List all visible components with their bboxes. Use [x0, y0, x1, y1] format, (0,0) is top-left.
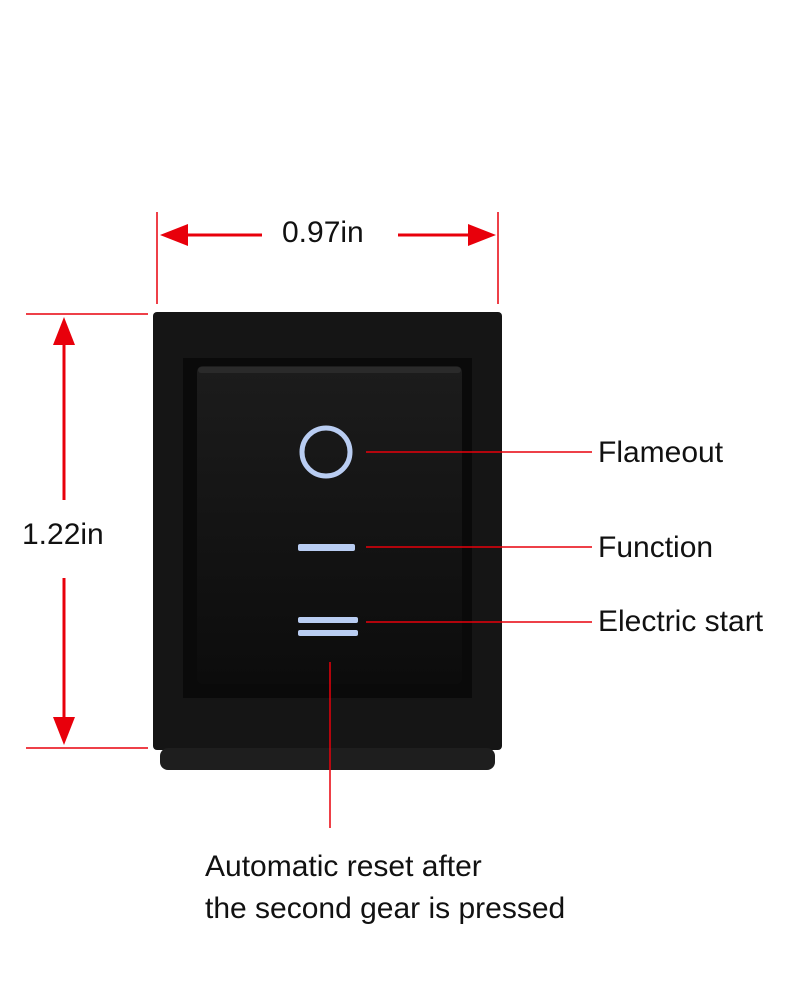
flameout-label: Flameout — [598, 436, 724, 469]
double-bar-symbol-top — [298, 617, 358, 623]
single-bar-symbol — [298, 544, 355, 551]
switch-housing-bottom-shadow — [160, 748, 495, 770]
electric-start-label: Electric start — [598, 605, 764, 638]
rocker-edge-highlight — [198, 367, 461, 373]
width-dimension-label: 0.97in — [282, 216, 364, 249]
height-arrowhead-bottom — [53, 717, 75, 745]
reset-note-line-1: Automatic reset after — [205, 850, 482, 883]
reset-note: Automatic reset after the second gear is… — [205, 846, 565, 930]
height-arrowhead-top — [53, 317, 75, 345]
reset-note-line-2: the second gear is pressed — [205, 892, 566, 925]
height-dimension-label: 1.22in — [22, 518, 104, 551]
function-label: Function — [598, 531, 714, 564]
double-bar-symbol-bottom — [298, 630, 358, 636]
width-arrowhead-right — [468, 224, 496, 246]
switch-rocker[interactable] — [197, 366, 462, 684]
width-arrowhead-left — [160, 224, 188, 246]
circle-off-symbol — [299, 425, 353, 479]
